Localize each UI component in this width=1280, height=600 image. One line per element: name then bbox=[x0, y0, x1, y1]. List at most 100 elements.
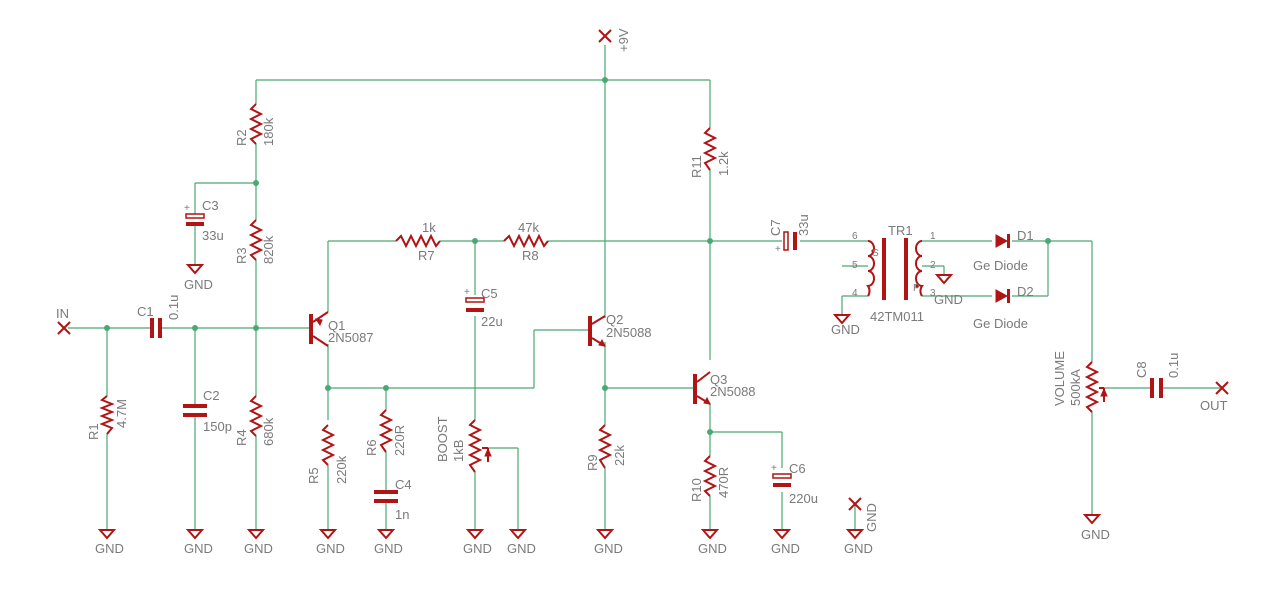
c6-ref: C6 bbox=[789, 461, 806, 476]
svg-text:GND: GND bbox=[771, 541, 800, 556]
r1-ref: R1 bbox=[86, 423, 101, 440]
svg-text:GND: GND bbox=[184, 541, 213, 556]
capacitor-c1[interactable]: C1 0.1u bbox=[137, 295, 181, 338]
svg-text:GND: GND bbox=[463, 541, 492, 556]
c7-value: 33u bbox=[796, 214, 811, 236]
volume-ref: VOLUME bbox=[1052, 351, 1067, 406]
r6-value: 220R bbox=[392, 425, 407, 456]
capacitor-c8[interactable]: C8 0.1u bbox=[1134, 353, 1181, 398]
r11-ref: R11 bbox=[689, 155, 704, 178]
resistor-r7[interactable]: 1k R7 bbox=[395, 220, 441, 263]
r5-value: 220k bbox=[334, 455, 349, 484]
gnd-boost-wiper: GND bbox=[507, 529, 536, 556]
svg-text:GND: GND bbox=[844, 541, 873, 556]
capacitor-c5[interactable]: + C5 22u bbox=[464, 286, 503, 329]
gnd-c4: GND bbox=[374, 529, 403, 556]
volume-value: 500kA bbox=[1068, 369, 1083, 406]
r1-value: 4.7M bbox=[114, 399, 129, 428]
c1-ref: C1 bbox=[137, 304, 154, 319]
svg-text:GND: GND bbox=[594, 541, 623, 556]
gnd-r10: GND bbox=[698, 529, 727, 556]
potentiometer-volume[interactable]: VOLUME 500kA bbox=[1052, 351, 1108, 413]
r4-value: 680k bbox=[261, 417, 276, 446]
r3-value: 820k bbox=[261, 235, 276, 264]
transformer-tr1[interactable]: 6 5 4 1 2 3 S P TR1 42TM011 bbox=[852, 223, 936, 324]
gnd-flag: GND GND bbox=[844, 497, 879, 556]
r8-ref: R8 bbox=[522, 248, 539, 263]
r9-ref: R9 bbox=[585, 454, 600, 471]
resistor-r10[interactable]: R10 470R bbox=[689, 455, 731, 502]
transistor-q1[interactable]: Q1 2N5087 bbox=[309, 311, 374, 347]
resistor-r3[interactable]: R3 820k bbox=[234, 219, 276, 264]
c3-value: 33u bbox=[202, 228, 224, 243]
gnd-c2: GND bbox=[184, 529, 213, 556]
junctions bbox=[104, 77, 1051, 435]
wires bbox=[68, 45, 1220, 530]
gnd-c3: GND bbox=[184, 264, 213, 292]
svg-text:GND: GND bbox=[507, 541, 536, 556]
boost-ref: BOOST bbox=[435, 416, 450, 462]
tr1-pin6: 6 bbox=[852, 231, 858, 242]
r7-value: 1k bbox=[422, 220, 436, 235]
vcc-port[interactable]: +9V bbox=[598, 28, 631, 52]
gnd-volume: GND bbox=[1081, 514, 1110, 542]
diode-d1[interactable]: D1 Ge Diode bbox=[973, 228, 1034, 273]
tr1-pin4: 4 bbox=[852, 288, 858, 299]
r7-ref: R7 bbox=[418, 248, 435, 263]
c7-ref: C7 bbox=[768, 219, 783, 236]
output-port[interactable]: OUT bbox=[1200, 381, 1229, 413]
c1-value: 0.1u bbox=[166, 295, 181, 320]
output-label: OUT bbox=[1200, 398, 1228, 413]
tr1-pin2: 2 bbox=[930, 260, 936, 271]
svg-text:GND: GND bbox=[95, 541, 124, 556]
svg-text:GND: GND bbox=[184, 277, 213, 292]
r10-value: 470R bbox=[716, 467, 731, 498]
gnd-r5: GND bbox=[316, 529, 345, 556]
c4-value: 1n bbox=[395, 507, 409, 522]
potentiometer-boost[interactable]: BOOST 1kB bbox=[435, 416, 492, 473]
r8-value: 47k bbox=[518, 220, 539, 235]
svg-text:GND: GND bbox=[1081, 527, 1110, 542]
resistor-r8[interactable]: 47k R8 bbox=[503, 220, 549, 263]
gnd-boost: GND bbox=[463, 529, 492, 556]
ground-symbols: GND GND GND GND GND GND GND GND GND GND … bbox=[95, 264, 1110, 556]
diode-d2[interactable]: D2 Ge Diode bbox=[973, 284, 1034, 331]
q3-value: 2N5088 bbox=[710, 384, 756, 399]
transistor-q2[interactable]: Q2 2N5088 bbox=[588, 312, 652, 347]
r5-ref: R5 bbox=[306, 467, 321, 484]
c5-value: 22u bbox=[481, 314, 503, 329]
svg-text:GND: GND bbox=[831, 322, 860, 337]
c6-value: 220u bbox=[789, 491, 818, 506]
capacitor-c4[interactable]: C4 1n bbox=[374, 477, 412, 522]
tr1-pin3: 3 bbox=[930, 288, 936, 299]
tr1-pin1: 1 bbox=[930, 231, 936, 242]
svg-text:+: + bbox=[464, 287, 470, 298]
capacitor-c3[interactable]: + C3 33u bbox=[184, 198, 224, 243]
capacitor-c7[interactable]: + C7 33u bbox=[768, 214, 811, 255]
svg-text:+: + bbox=[771, 463, 777, 474]
resistor-r4[interactable]: R4 680k bbox=[234, 395, 276, 446]
resistor-r6[interactable]: R6 220R bbox=[364, 409, 407, 456]
gnd-tr1-pin2: GND bbox=[934, 274, 963, 307]
d1-value: Ge Diode bbox=[973, 258, 1028, 273]
r10-ref: R10 bbox=[689, 478, 704, 502]
gnd-r9: GND bbox=[594, 529, 623, 556]
q3-ref: Q3 bbox=[710, 372, 727, 387]
capacitor-c6[interactable]: + C6 220u bbox=[771, 461, 818, 506]
svg-text:GND: GND bbox=[374, 541, 403, 556]
r11-value: 1.2k bbox=[716, 151, 731, 176]
resistor-r11[interactable]: R11 1.2k bbox=[689, 127, 731, 178]
resistor-r2[interactable]: R2 180k bbox=[234, 103, 276, 146]
input-label: IN bbox=[56, 306, 69, 321]
q1-value: 2N5087 bbox=[328, 330, 374, 345]
resistor-r5[interactable]: R5 220k bbox=[306, 424, 349, 484]
input-port[interactable]: IN bbox=[56, 306, 71, 335]
resistor-r1[interactable]: R1 4.7M bbox=[86, 395, 129, 440]
r2-ref: R2 bbox=[234, 129, 249, 146]
c3-ref: C3 bbox=[202, 198, 219, 213]
resistor-r9[interactable]: R9 22k bbox=[585, 424, 627, 471]
transistor-q3[interactable]: Q3 2N5088 bbox=[693, 371, 756, 405]
capacitor-c2[interactable]: C2 150p bbox=[183, 388, 232, 434]
c5-ref: C5 bbox=[481, 286, 498, 301]
